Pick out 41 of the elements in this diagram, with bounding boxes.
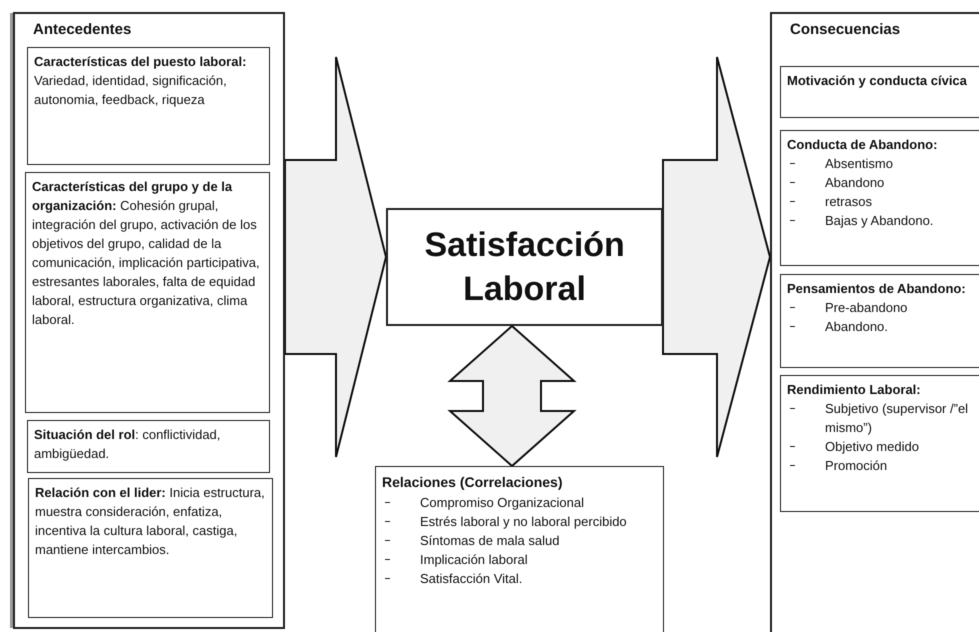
box-heading: Relaciones (Correlaciones) xyxy=(382,473,564,492)
panel-heading: Consecuencias xyxy=(790,20,902,39)
block-arrow xyxy=(662,56,772,458)
central-box xyxy=(386,208,663,326)
text-box xyxy=(27,47,270,165)
list-item: Abandono xyxy=(787,173,975,192)
list-item: Satisfacción Vital. xyxy=(382,569,657,588)
box-heading: Conducta de Abandono: xyxy=(787,136,938,154)
box-text: Características del grupo y de la organización: Cohesión grupal, integración del grupo, activación de los objetivos del grupo, calidad de la comunicación, implicación participativa, estresantes laborales, falta de equidad laboral, estructura organizativa, clima laboral. xyxy=(32,178,261,329)
list-item: Implicación laboral xyxy=(382,550,657,569)
list-item: Abandono. xyxy=(787,317,975,336)
list-item: Síntomas de mala salud xyxy=(382,531,657,550)
box-heading: Pensamientos de Abandono: xyxy=(787,280,967,298)
group-panel xyxy=(770,12,979,632)
box-text: Situación del rol: conflictividad, ambigüedad. xyxy=(34,426,222,463)
text-box xyxy=(780,274,979,368)
list-item: Promoción xyxy=(787,456,975,475)
box-text: Relación con el lider: Inicia estructura, muestra consideración, enfatiza, incentiva la cultura laboral, castiga, mantiene intercambios. xyxy=(35,484,266,559)
text-box xyxy=(375,466,664,632)
panel-heading: Antecedentes xyxy=(33,20,132,39)
list-item: Pre-abandono xyxy=(787,298,975,317)
text-box xyxy=(27,420,270,473)
list-item: Estrés laboral y no laboral percibido xyxy=(382,512,657,531)
list-item: Subjetivo (supervisor /”el mismo”) xyxy=(787,399,975,437)
central-title: Satisfacción Laboral xyxy=(424,225,624,310)
list-item: Bajas y Abandono. xyxy=(787,211,975,230)
text-box xyxy=(28,478,273,618)
box-text: Características del puesto laboral: Variedad, identidad, significación, autonomia, feedback, riqueza xyxy=(34,53,248,109)
list-item: retrasos xyxy=(787,192,975,211)
list-item: Objetivo medido xyxy=(787,437,975,456)
group-panel xyxy=(13,12,285,629)
text-box xyxy=(780,130,979,266)
box-heading: Rendimiento Laboral: xyxy=(787,381,922,399)
box-heading: Motivación y conducta cívica xyxy=(787,72,968,90)
text-box xyxy=(25,172,270,413)
text-box xyxy=(780,375,979,512)
block-arrow xyxy=(284,56,388,458)
text-box xyxy=(780,66,979,118)
list-item: Compromiso Organizacional xyxy=(382,493,657,512)
block-arrow xyxy=(447,324,577,468)
list-item: Absentismo xyxy=(787,154,975,173)
